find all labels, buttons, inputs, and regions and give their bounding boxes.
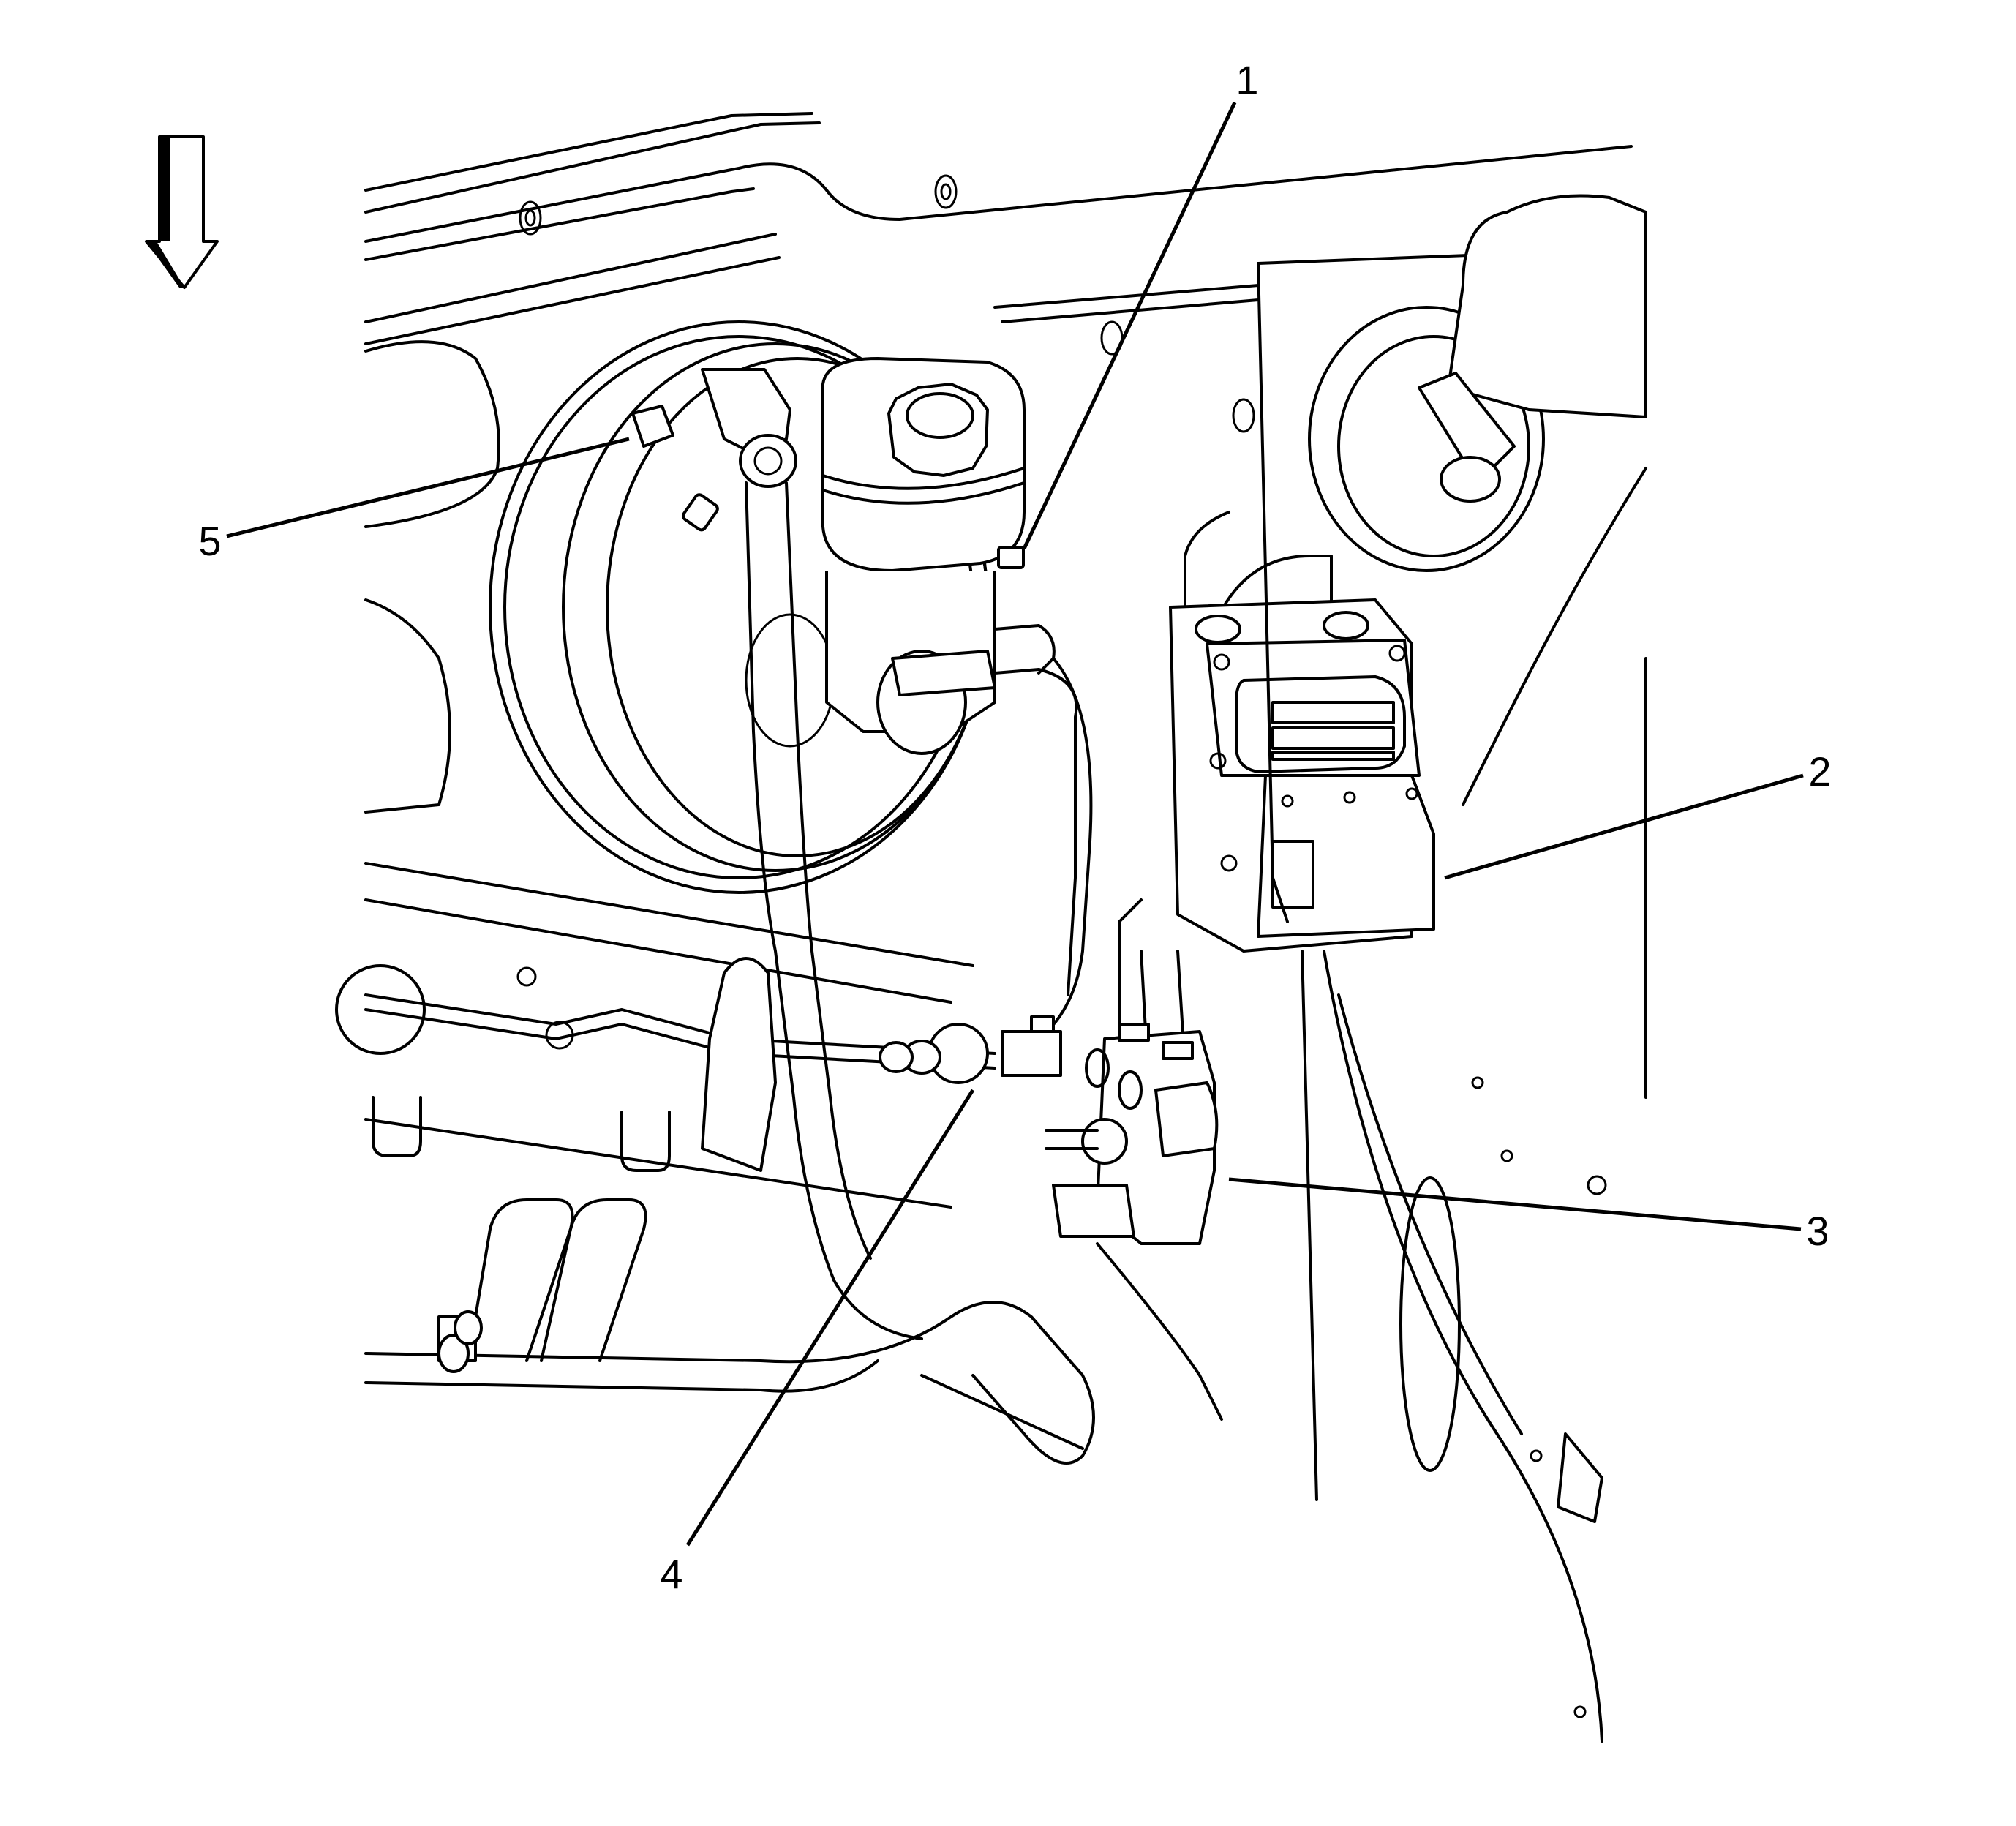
master-cylinder-reservoir xyxy=(821,357,1078,762)
pressure-modulator-valve xyxy=(1045,1023,1219,1245)
leader-line-4 xyxy=(685,1089,975,1547)
leader-lines xyxy=(226,101,1804,1547)
vacuum-sensor-connector xyxy=(631,405,674,448)
view-direction-arrow-icon xyxy=(145,135,219,289)
fitting-nut xyxy=(1118,1023,1150,1042)
steering-shaft-bracket xyxy=(701,957,777,1172)
callout-3-label: 3 xyxy=(1806,1208,1829,1254)
vacuum-hose xyxy=(364,368,1095,1465)
fluid-level-sensor-connector xyxy=(997,546,1025,569)
leader-line-3 xyxy=(1228,1177,1802,1231)
abs-module xyxy=(1169,598,1435,953)
firewall-panel xyxy=(335,112,1640,1209)
lower-brackets xyxy=(437,957,777,1373)
vacuum-sensor xyxy=(701,368,791,455)
brake-pressure-sensor xyxy=(879,1015,1062,1084)
callout-2-label: 2 xyxy=(1808,748,1832,794)
callout-1-label: 1 xyxy=(1235,57,1259,103)
callout-4-label: 4 xyxy=(660,1551,683,1597)
leader-line-1 xyxy=(1022,101,1237,550)
sensor-body xyxy=(1001,1030,1062,1077)
leader-line-5 xyxy=(226,437,630,538)
strut-tower xyxy=(920,194,1647,1743)
fitting-nut xyxy=(1162,1041,1194,1060)
callout-5-label: 5 xyxy=(198,518,222,564)
leader-line-2 xyxy=(1444,773,1804,880)
strut-rod xyxy=(1418,372,1516,484)
valve-connector xyxy=(1052,1184,1135,1238)
